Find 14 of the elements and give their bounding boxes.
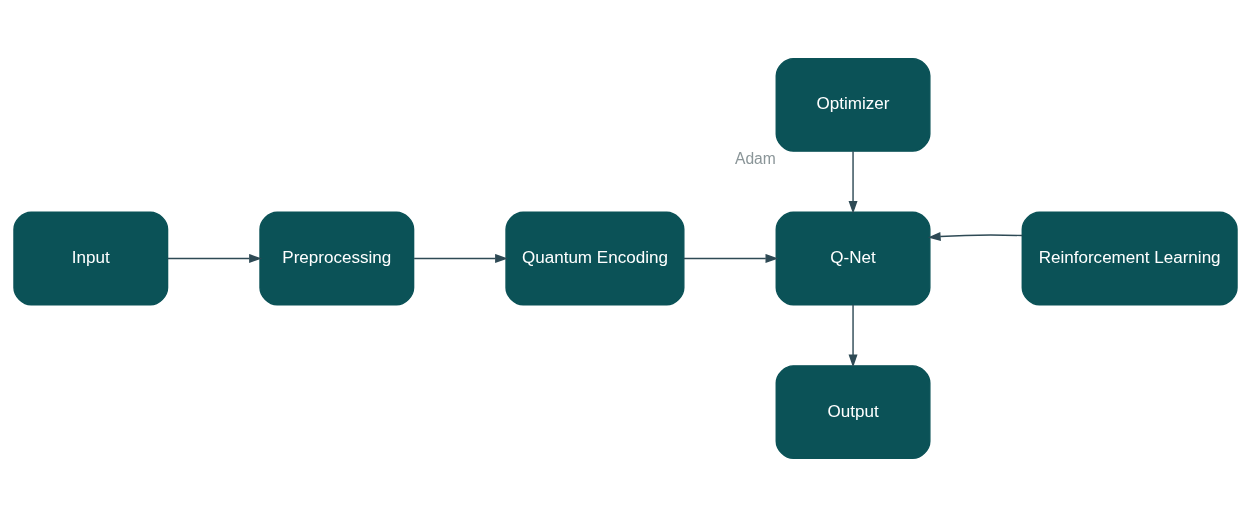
arrow xyxy=(848,150,858,214)
node-box: Reinforcement Learning xyxy=(1021,211,1238,305)
node-box: Q-Net xyxy=(775,211,931,305)
node-box: Output xyxy=(775,364,931,459)
arrow xyxy=(683,253,779,263)
arrow xyxy=(413,253,508,263)
node-box: Quantum Encoding xyxy=(505,211,685,305)
node-box: Preprocessing xyxy=(259,211,415,305)
arrow xyxy=(927,231,1023,241)
arrow xyxy=(167,253,262,263)
arrow xyxy=(848,303,858,367)
node-box: Optimizer xyxy=(775,57,931,152)
node-box: Input xyxy=(13,211,169,305)
node-label: Adam xyxy=(735,149,776,167)
